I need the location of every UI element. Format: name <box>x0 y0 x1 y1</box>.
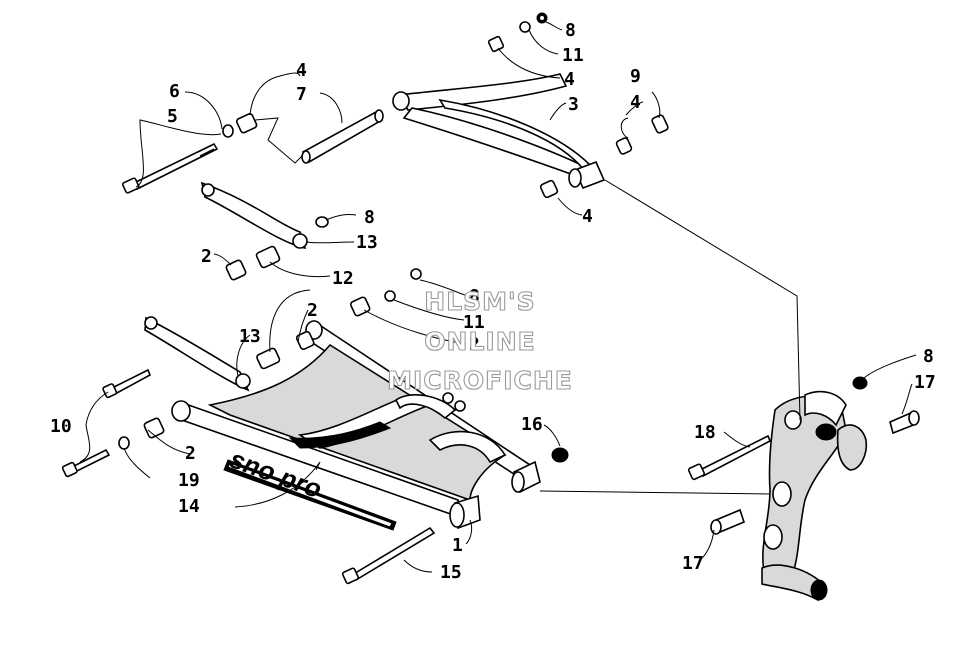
callout-4: 4 <box>630 92 641 113</box>
callout-2: 2 <box>185 443 196 464</box>
callout-17: 17 <box>914 372 936 393</box>
callout-4: 4 <box>296 60 307 81</box>
callout-numbers: 8 11 4 3 9 4 4 4 7 6 5 8 13 2 12 2 8 11 … <box>50 20 936 583</box>
callout-18: 18 <box>694 422 716 443</box>
callout-11: 11 <box>463 312 485 333</box>
callout-12: 12 <box>332 268 354 289</box>
callout-8: 8 <box>923 346 934 367</box>
callout-8: 8 <box>565 20 576 41</box>
callout-1: 1 <box>452 535 463 556</box>
callout-6: 6 <box>169 81 180 102</box>
callout-4: 4 <box>564 69 575 90</box>
callout-leaders <box>79 21 917 573</box>
spindle <box>687 376 920 602</box>
callout-16: 16 <box>521 414 543 435</box>
callout-11: 11 <box>562 45 584 66</box>
callout-8: 8 <box>364 207 375 228</box>
callout-2: 2 <box>469 334 480 355</box>
callout-17: 17 <box>682 553 704 574</box>
callout-7: 7 <box>296 84 307 105</box>
watermark-line-2: ONLINE <box>424 327 535 356</box>
callout-13: 13 <box>239 326 261 347</box>
stabilizer-links <box>144 181 329 392</box>
lower-a-arm <box>61 268 569 585</box>
watermark-line-3: MICROFICHE <box>387 366 573 395</box>
callout-15: 15 <box>440 562 462 583</box>
callout-13: 13 <box>356 232 378 253</box>
callout-2: 2 <box>307 300 318 321</box>
callout-8: 8 <box>469 286 480 307</box>
watermark-line-1: HLSM'S <box>424 287 535 316</box>
callout-9: 9 <box>630 66 641 87</box>
watermark: HLSM'S ONLINE MICROFICHE <box>387 286 573 395</box>
callout-10: 10 <box>50 416 72 437</box>
upper-a-arm <box>121 12 669 199</box>
callout-14: 14 <box>178 496 200 517</box>
callout-19: 19 <box>178 470 200 491</box>
callout-5: 5 <box>167 106 178 127</box>
callout-2: 2 <box>201 246 212 267</box>
callout-4: 4 <box>582 206 593 227</box>
callout-3: 3 <box>568 94 579 115</box>
